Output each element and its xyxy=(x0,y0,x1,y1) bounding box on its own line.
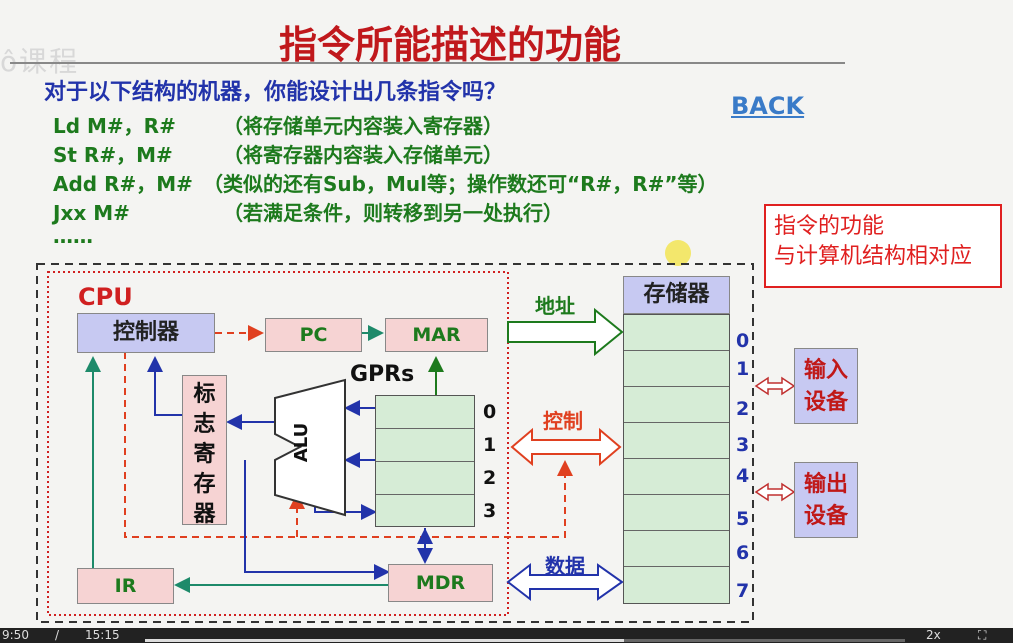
input-device: 输入设备 xyxy=(794,348,858,424)
mdr-register: MDR xyxy=(388,564,493,602)
input-io-arrow xyxy=(754,376,796,396)
system-boundary xyxy=(36,263,754,623)
data-bus-arrow xyxy=(506,562,624,602)
control-bus-label: 控制 xyxy=(543,409,583,433)
memory-index: 3 xyxy=(736,434,750,456)
pointer-highlight xyxy=(665,240,691,266)
flags-register: 标志寄存器 xyxy=(182,375,227,527)
pc-register: PC xyxy=(265,318,362,352)
memory-index: 6 xyxy=(736,542,750,564)
back-link[interactable]: BACK xyxy=(731,92,805,120)
memory-index: 0 xyxy=(736,330,750,352)
instruction-line: St R#，M# （将寄存器内容装入存储单元） xyxy=(53,139,503,168)
memory-index: 4 xyxy=(736,465,750,487)
control-bus-arrow xyxy=(510,427,622,467)
instruction-line: Jxx M# （若满足条件，则转移到另一处执行） xyxy=(53,197,563,226)
gpr-index: 0 xyxy=(483,401,497,423)
output-device: 输出设备 xyxy=(794,462,858,538)
instruction-line: Ld M#，R# （将存储单元内容装入寄存器） xyxy=(53,110,503,139)
address-bus-arrow xyxy=(507,307,624,357)
slide-title: 指令所能描述的功能 xyxy=(278,23,621,67)
instruction-op: Add R#，M# xyxy=(53,172,193,196)
memory-index: 5 xyxy=(736,508,750,530)
gpr-index: 1 xyxy=(483,434,497,456)
gprs-label: GPRs xyxy=(350,362,415,387)
note-line-1: 指令的功能 xyxy=(774,214,885,239)
memory-index: 1 xyxy=(736,358,750,380)
gpr-index: 2 xyxy=(483,467,497,489)
memory-index: 7 xyxy=(736,580,750,602)
instruction-desc: （若满足条件，则转移到另一处执行） xyxy=(223,201,563,225)
alu-label: ALU xyxy=(291,422,313,463)
progress-fill xyxy=(145,639,624,642)
gpr-index: 3 xyxy=(483,500,497,522)
total-time: 15:15 xyxy=(85,628,120,642)
memory-index: 2 xyxy=(736,398,750,420)
controller-box: 控制器 xyxy=(77,313,215,353)
data-bus-label: 数据 xyxy=(545,554,585,578)
video-controls[interactable]: 9:50 / 15:15 2x ⛶ xyxy=(0,628,1013,643)
watermark: ô课程 xyxy=(0,45,80,78)
memory-header: 存储器 xyxy=(623,276,730,314)
speed-button[interactable]: 2x xyxy=(926,628,941,642)
current-time: 9:50 xyxy=(2,628,29,642)
instruction-op: St R#，M# xyxy=(53,143,173,167)
cpu-boundary xyxy=(47,271,509,616)
ir-register: IR xyxy=(77,568,174,604)
instruction-op: Jxx M# xyxy=(53,201,130,225)
memory-cells xyxy=(623,314,730,604)
note-line-2: 与计算机结构相对应 xyxy=(774,244,973,269)
mar-register: MAR xyxy=(385,318,488,352)
progress-track[interactable] xyxy=(145,639,905,642)
instruction-desc: （将存储单元内容装入寄存器） xyxy=(223,114,503,138)
instruction-desc: （将寄存器内容装入存储单元） xyxy=(223,143,503,167)
cpu-label: CPU xyxy=(78,283,133,311)
gpr-file xyxy=(375,395,475,527)
alu-shape xyxy=(274,378,346,517)
instruction-ellipsis: …… xyxy=(53,224,93,248)
address-bus-label: 地址 xyxy=(535,294,575,318)
output-io-arrow xyxy=(754,482,796,502)
title-divider xyxy=(10,62,845,64)
time-separator: / xyxy=(55,628,60,642)
architecture-diagram xyxy=(36,263,796,623)
fullscreen-icon[interactable]: ⛶ xyxy=(978,628,987,642)
instruction-op: Ld M#，R# xyxy=(53,114,176,138)
question-text: 对于以下结构的机器，你能设计出几条指令吗？ xyxy=(44,80,507,105)
instruction-line: Add R#，M# （类似的还有Sub，Mul等；操作数还可“R#，R#”等） xyxy=(53,168,718,197)
instruction-desc: （类似的还有Sub，Mul等；操作数还可“R#，R#”等） xyxy=(203,172,718,196)
callout-note: 指令的功能 与计算机结构相对应 xyxy=(764,204,1002,288)
